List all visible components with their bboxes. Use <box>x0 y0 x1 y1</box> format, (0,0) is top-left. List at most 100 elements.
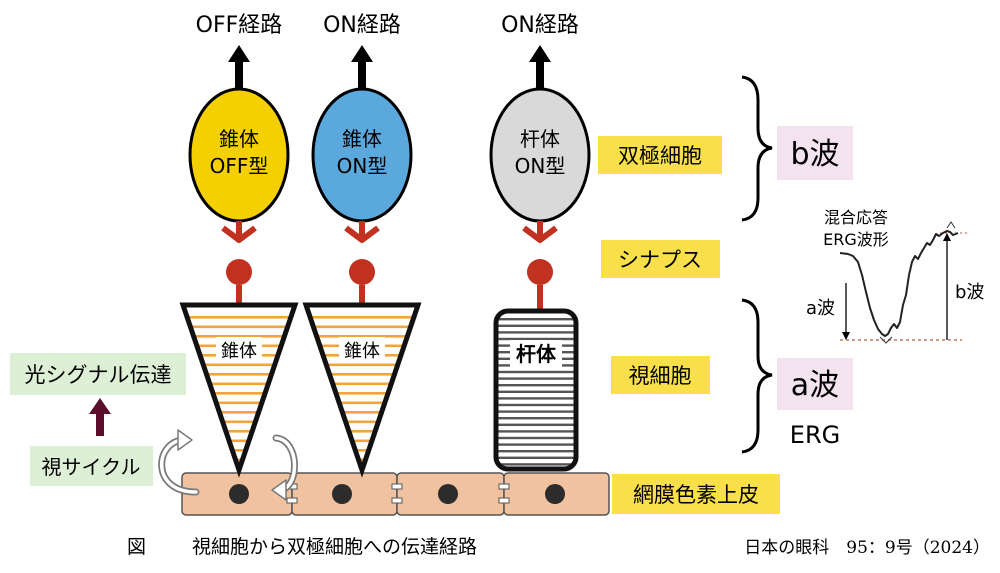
rod-photoreceptor: 杆体 <box>493 308 579 472</box>
rod-disk-stripe <box>496 417 576 420</box>
rpe-nucleus <box>332 484 352 504</box>
cone-disk-stripe <box>183 411 295 414</box>
brace-bipolar <box>741 75 773 222</box>
rod-disk-stripe <box>496 370 576 374</box>
rod-disk-stripe <box>496 331 576 334</box>
erg-waveform-inset: 混合応答 ERG波形 a波 b波 <box>806 208 984 344</box>
synapse-layer-label: シナプス <box>601 240 720 278</box>
rod-label: 杆体 <box>516 342 557 366</box>
rpe-nucleus <box>545 484 565 504</box>
bipolar-cone-off-line2: OFF型 <box>210 154 269 178</box>
rod-disk-stripe <box>496 410 576 413</box>
b-wave-label: b波 <box>790 137 839 172</box>
synapse-label: シナプス <box>618 248 702 272</box>
cone-disk-stripe <box>183 401 295 405</box>
erg-inset-title-1: 混合応答 <box>824 208 888 227</box>
bipolar-label: 双極細胞 <box>618 144 702 168</box>
synapse-rod-on <box>522 221 558 311</box>
cone-disk-stripe <box>306 458 418 462</box>
erg-a-wave-label: a波 <box>806 298 835 319</box>
a-wave-box: a波 <box>777 358 853 410</box>
cone-disk-stripe <box>306 325 418 329</box>
cone-disk-stripe <box>183 392 295 395</box>
cone-disk-stripe <box>306 430 418 433</box>
visual-cycle-box: 視サイクル <box>30 446 153 486</box>
rod-disk-stripe <box>496 324 576 327</box>
off-pathway-label: OFF経路 <box>196 13 283 38</box>
brace-photoreceptor <box>741 298 773 454</box>
cone-disk-stripe <box>306 382 418 386</box>
cone-photoreceptor-2: 錐体 <box>302 302 422 478</box>
rod-disk-stripe <box>496 384 576 387</box>
cone-disk-stripe <box>306 392 418 395</box>
cone-disk-stripe <box>306 363 418 367</box>
output-arrow-on-rod <box>529 45 551 90</box>
light-signal-label: 光シグナル伝達 <box>25 363 172 387</box>
rod-disk-stripe <box>496 423 576 426</box>
cone-disk-stripe <box>306 401 418 405</box>
cone-2-label: 錐体 <box>344 341 380 362</box>
cone-disk-stripe <box>183 420 295 424</box>
rod-disk-stripe <box>496 436 576 440</box>
cone-disk-stripe <box>306 420 418 424</box>
cone-disk-stripe <box>183 430 295 433</box>
rod-disk-stripe <box>496 430 576 433</box>
bipolar-cell-cone-on: 錐体 ON型 <box>311 87 413 223</box>
erg-label: ERG <box>790 421 840 449</box>
cone-disk-stripe <box>306 411 418 414</box>
bipolar-cell-rod-on: 杆体 ON型 <box>489 87 591 223</box>
synapse-cone-on <box>344 221 380 306</box>
bipolar-layer-label: 双極細胞 <box>598 136 722 174</box>
cone-disk-stripe <box>183 325 295 329</box>
cone-1-label: 錐体 <box>221 341 257 362</box>
rod-disk-stripe <box>496 390 576 393</box>
cone-disk-stripe <box>183 373 295 376</box>
figure-number: 図 <box>127 536 146 558</box>
on-pathway-label-rod: ON経路 <box>501 13 579 38</box>
light-signal-box: 光シグナル伝達 <box>10 353 186 395</box>
photoreceptor-layer-label: 視細胞 <box>611 356 710 394</box>
figure-title: 視細胞から双極細胞への伝達経路 <box>192 536 477 558</box>
a-wave-label: a波 <box>791 368 839 403</box>
photoreceptor-label: 視細胞 <box>629 364 692 388</box>
cone-photoreceptor-1: 錐体 <box>179 302 299 478</box>
synapse-cone-off <box>221 221 257 306</box>
erg-trace <box>839 230 959 337</box>
cone-disk-stripe <box>183 458 295 462</box>
bipolar-cell-cone-off: 錐体 OFF型 <box>188 87 290 223</box>
output-arrow-on-cone <box>351 45 373 90</box>
cone-disk-stripe <box>306 373 418 376</box>
cone-disk-stripe <box>306 335 418 338</box>
figure-source: 日本の眼科 95：9号（2024） <box>744 538 990 558</box>
rod-disk-stripe <box>496 397 576 400</box>
transduction-arrow <box>89 398 111 436</box>
rpe-layer <box>181 472 610 516</box>
rpe-nucleus <box>438 484 458 504</box>
rod-disk-stripe <box>496 456 576 459</box>
erg-inset-title-2: ERG波形 <box>823 230 889 249</box>
rod-disk-stripe <box>496 337 576 341</box>
rod-disk-stripe <box>496 318 576 321</box>
cone-disk-stripe <box>306 316 418 319</box>
output-arrow-off <box>228 45 250 90</box>
b-wave-box: b波 <box>777 126 853 180</box>
erg-b-wave-label: b波 <box>955 282 984 303</box>
cone-disk-stripe <box>306 439 418 443</box>
rod-disk-stripe <box>496 463 576 466</box>
visual-cycle-arrows <box>158 429 298 501</box>
rod-disk-stripe <box>496 403 576 407</box>
cone-disk-stripe <box>183 316 295 319</box>
cone-disk-stripe <box>183 382 295 386</box>
rpe-layer-label: 網膜色素上皮 <box>612 474 780 514</box>
rod-disk-stripe <box>496 450 576 453</box>
rpe-label: 網膜色素上皮 <box>633 483 759 507</box>
cone-disk-stripe <box>183 363 295 367</box>
bipolar-cone-on-line2: ON型 <box>337 154 388 178</box>
cone-disk-stripe <box>306 449 418 452</box>
rpe-nucleus <box>229 484 249 504</box>
cone-disk-stripe <box>183 439 295 443</box>
rod-disk-stripe <box>496 377 576 380</box>
cone-disk-stripe <box>183 449 295 452</box>
bipolar-cone-on-line1: 錐体 <box>342 127 382 151</box>
